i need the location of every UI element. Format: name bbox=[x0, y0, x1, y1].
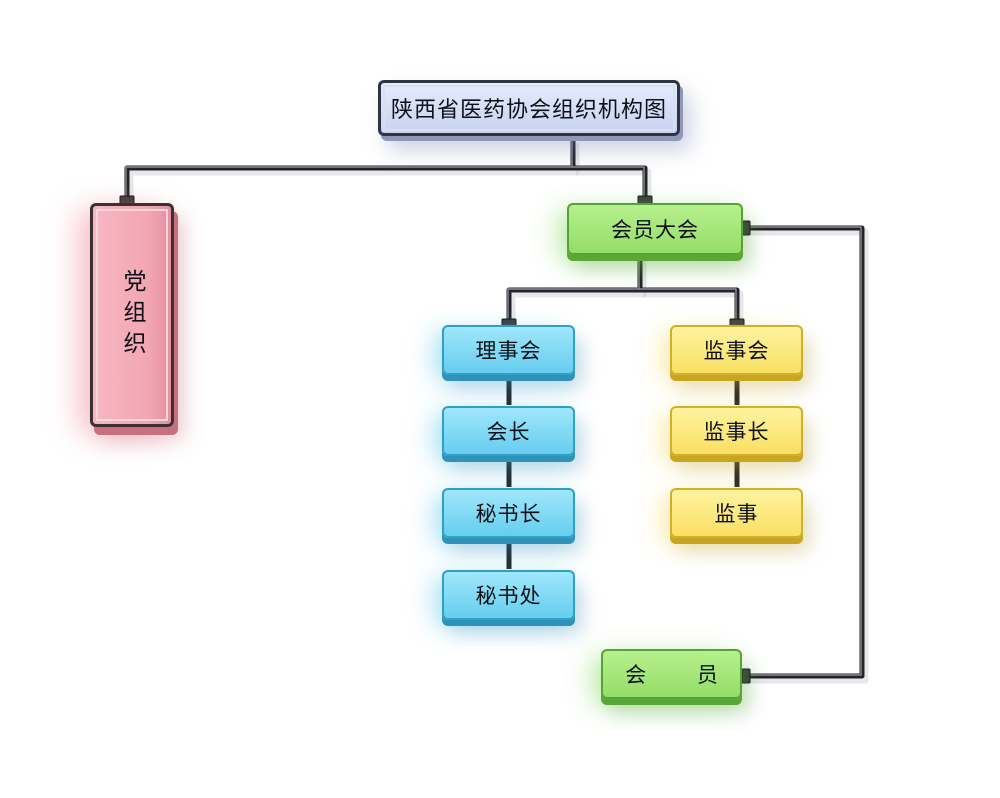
connector-shadows bbox=[126, 143, 869, 684]
president-label: 会长 bbox=[486, 420, 531, 444]
supervisor-label: 监事 bbox=[714, 502, 759, 526]
chart-title: 陕西省医药协会组织机构图 bbox=[390, 98, 667, 123]
connector-highlights bbox=[125, 139, 862, 676]
party-organization-label: 党组织 bbox=[119, 268, 145, 362]
supervisor-box: 监事 bbox=[670, 488, 803, 538]
members-box: 会 员 bbox=[601, 649, 742, 699]
council-box: 理事会 bbox=[442, 325, 575, 375]
chief-supervisor-box: 监事长 bbox=[670, 406, 803, 456]
supervisory-board-label: 监事会 bbox=[703, 339, 770, 363]
general-assembly-box: 会员大会 bbox=[567, 203, 743, 255]
general-assembly-label: 会员大会 bbox=[611, 218, 699, 242]
members-label: 会 员 bbox=[625, 663, 740, 687]
connector-wires bbox=[124, 139, 865, 679]
party-organization-box: 党组织 bbox=[90, 203, 174, 427]
chart-title-box: 陕西省医药协会组织机构图 bbox=[378, 80, 680, 136]
secretary-general-box: 秘书长 bbox=[442, 488, 575, 538]
supervisory-board-box: 监事会 bbox=[670, 325, 803, 375]
secretary-general-label: 秘书长 bbox=[475, 502, 542, 526]
council-label: 理事会 bbox=[475, 339, 542, 363]
secretariat-box: 秘书处 bbox=[442, 570, 575, 620]
chief-supervisor-label: 监事长 bbox=[703, 420, 770, 444]
secretariat-label: 秘书处 bbox=[475, 584, 542, 608]
president-box: 会长 bbox=[442, 406, 575, 456]
